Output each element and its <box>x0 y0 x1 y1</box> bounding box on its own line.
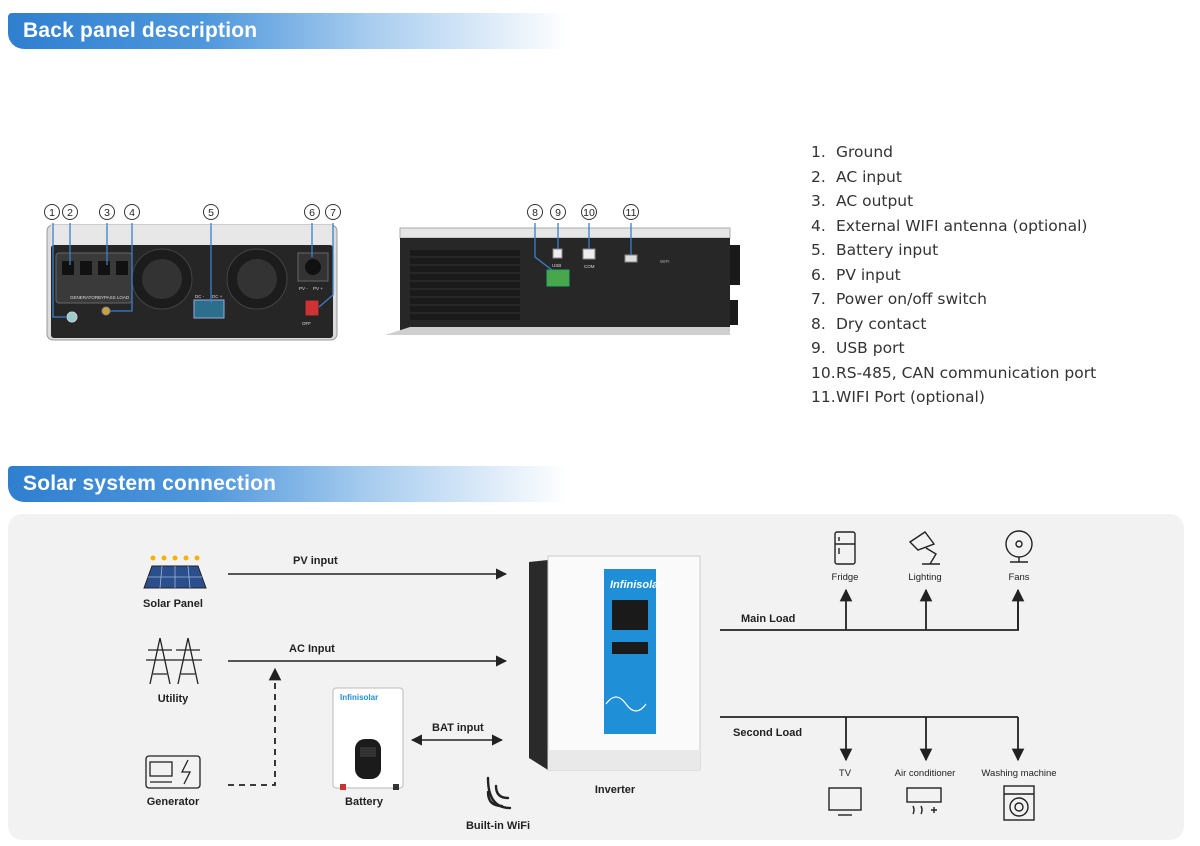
generator-icon <box>145 755 201 789</box>
generator-label: Generator <box>147 796 200 808</box>
connection-diagram: Solar Panel Utility Generator PV input A… <box>143 530 1057 832</box>
second-load-label: Second Load <box>733 727 802 739</box>
generator-dashed-arrow <box>228 667 282 786</box>
section-header-solar-connection: Solar system connection <box>8 466 568 502</box>
callout-7: 7 <box>330 207 336 219</box>
fans-label: Fans <box>1008 572 1029 583</box>
off-label: OFF <box>302 321 311 326</box>
washing-machine-label: Washing machine <box>981 768 1056 779</box>
lighting-label: Lighting <box>908 572 941 583</box>
callout-1: 1 <box>49 207 55 219</box>
fan-icon <box>1005 530 1033 563</box>
bat-input-label: BAT input <box>432 722 484 734</box>
callout-4: 4 <box>129 207 135 219</box>
inverter-brand: Infinisolar <box>610 579 663 591</box>
air-conditioner-icon <box>906 787 942 815</box>
battery-label: Battery <box>345 796 384 808</box>
list-item: 9.USB port <box>811 339 905 357</box>
dc-plus-label: DC + <box>212 294 223 299</box>
section-title: Back panel description <box>23 19 258 42</box>
dc-minus-label: DC - <box>195 294 205 299</box>
list-item: 8.Dry contact <box>811 314 927 333</box>
utility-label: Utility <box>158 693 189 705</box>
tv-icon <box>828 787 862 816</box>
list-item: 6.PV input <box>811 265 901 284</box>
callout-9: 9 <box>555 207 561 219</box>
list-item: 7.Power on/off switch <box>811 290 987 308</box>
solar-panel-icon <box>143 555 207 589</box>
callout-8: 8 <box>532 207 538 219</box>
terminal-label-generator: GENERATOR <box>70 295 99 300</box>
callouts-side: 8 9 10 11 <box>527 204 639 220</box>
ground-terminal <box>66 311 78 323</box>
usb-label: USB <box>552 263 561 268</box>
pv-plus-label: PV + <box>313 286 323 291</box>
callout-5: 5 <box>208 207 214 219</box>
list-item: 2.AC input <box>811 167 902 186</box>
rear-view-device: GENERATOR BYPASS LOAD DC - DC + PV - PV … <box>46 223 338 341</box>
side-view-device: USB COM WIFI <box>385 223 740 335</box>
section-title: Solar system connection <box>23 472 277 495</box>
callout-11: 11 <box>626 207 637 219</box>
battery-brand: Infinisolar <box>340 693 378 702</box>
section-header-back-panel: Back panel description <box>8 13 568 49</box>
power-switch <box>304 299 320 317</box>
tv-label: TV <box>839 768 852 779</box>
lamp-icon <box>908 531 940 565</box>
wifi-icon <box>486 776 512 810</box>
list-item: 4.External WIFI antenna (optional) <box>811 216 1088 235</box>
battery-device-icon: Infinisolar <box>332 687 404 790</box>
washing-machine-icon <box>1003 785 1035 821</box>
pv-input-label: PV input <box>293 555 338 567</box>
utility-tower-icon <box>146 637 202 685</box>
fridge-icon <box>834 531 856 565</box>
list-item: 11.WIFI Port (optional) <box>811 388 985 406</box>
ac-input-label: AC Input <box>289 643 335 655</box>
callout-2: 2 <box>67 207 73 219</box>
list-item: 10.RS-485, CAN communication port <box>811 363 1097 382</box>
back-panel-figure: GENERATOR BYPASS LOAD DC - DC + PV - PV … <box>44 204 740 341</box>
back-panel-description-list: 1.Ground 2.AC input 3.AC output 4.Extern… <box>811 140 1096 410</box>
main-load-bus <box>720 588 1025 631</box>
callout-3: 3 <box>104 207 110 219</box>
pv-minus-label: PV - <box>299 286 308 291</box>
terminal-label-bypass: BYPASS LOAD <box>98 295 130 300</box>
list-item: 1.Ground <box>811 143 894 161</box>
com-label: COM <box>584 264 595 269</box>
inverter-label: Inverter <box>595 784 636 796</box>
callouts-rear: 1 2 3 4 5 6 7 <box>44 204 341 220</box>
solar-panel-label: Solar Panel <box>143 598 203 610</box>
second-load-bus <box>720 716 1025 762</box>
wifi-label: Built-in WiFi <box>466 820 530 832</box>
list-item: 3.AC output <box>811 192 914 210</box>
antenna-connector <box>101 306 111 316</box>
wifi-label: WIFI <box>660 259 670 264</box>
fridge-label: Fridge <box>832 572 859 583</box>
air-conditioner-label: Air conditioner <box>895 768 956 779</box>
callout-10: 10 <box>583 207 595 219</box>
callout-6: 6 <box>309 207 315 219</box>
list-item: 5.Battery input <box>811 241 939 259</box>
main-load-label: Main Load <box>741 613 795 625</box>
inverter-device-icon: Infinisolar <box>529 555 701 771</box>
